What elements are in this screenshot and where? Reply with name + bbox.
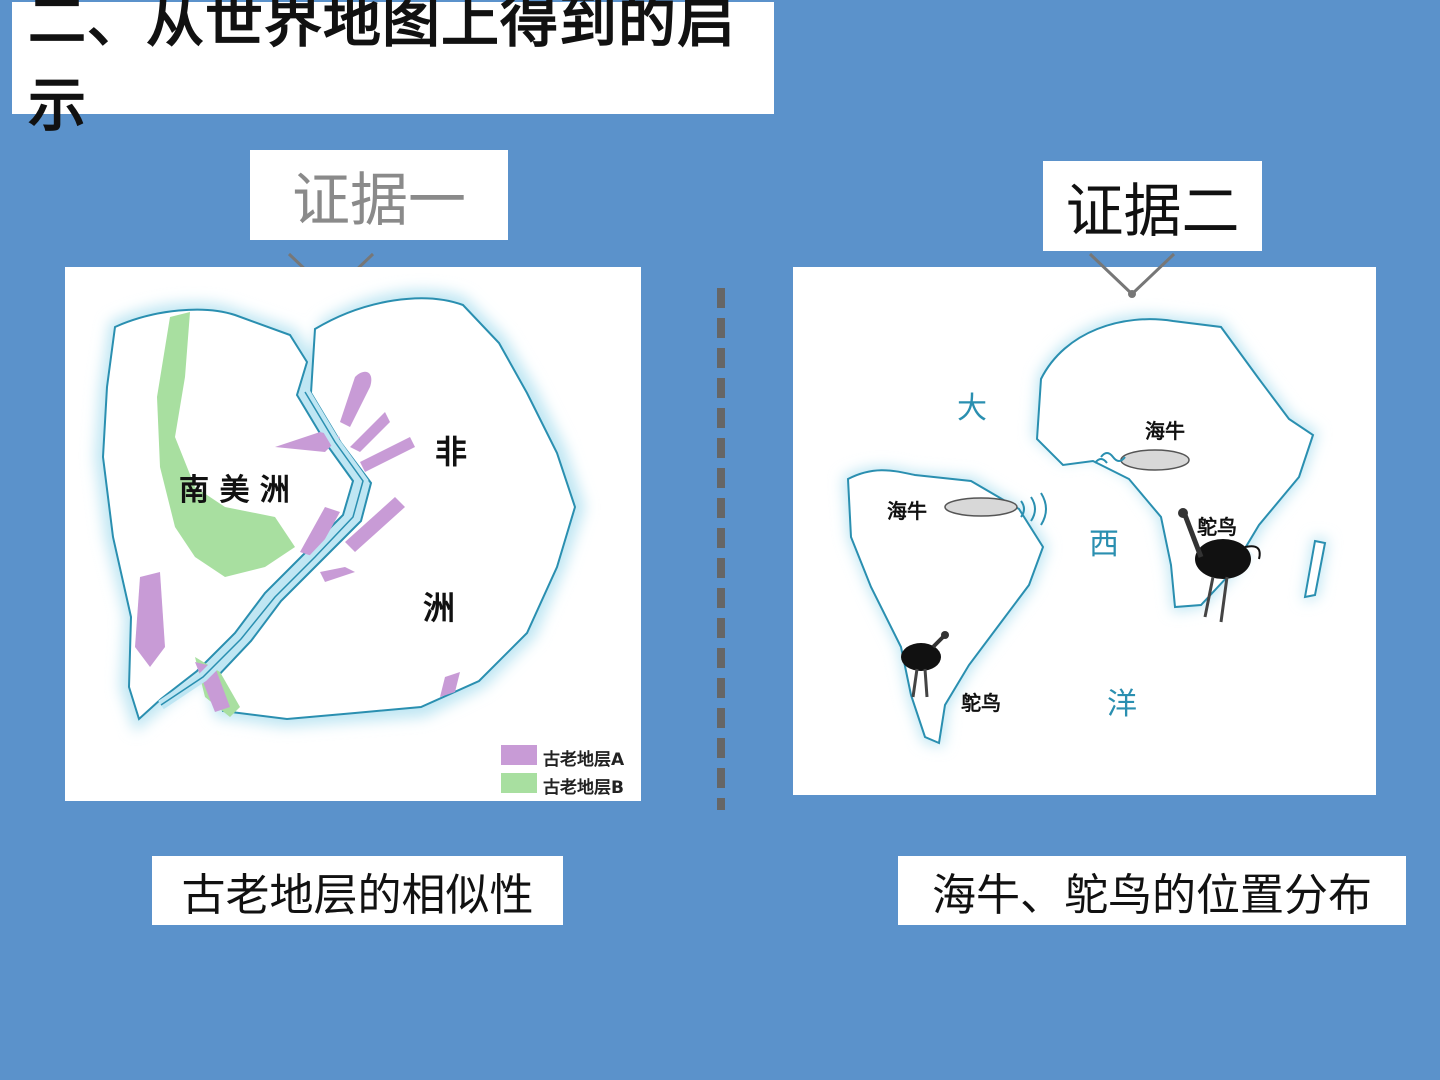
africa-label-top: 非 bbox=[435, 433, 468, 471]
legend-swatch-a bbox=[501, 745, 537, 765]
species-map: 大 西 洋 海牛 海牛 鸵鸟 鸵鸟 bbox=[793, 267, 1376, 795]
manatee-africa-icon bbox=[1094, 449, 1190, 471]
evidence-1-caption: 古老地层的相似性 bbox=[181, 869, 534, 921]
strata-map-graphic bbox=[95, 290, 585, 732]
madagascar-shape bbox=[1303, 539, 1327, 599]
page-title: 二、从世界地图上得到的启示 bbox=[28, 0, 737, 139]
manatee-sa-icon bbox=[944, 492, 1047, 526]
legend-swatch-b bbox=[501, 773, 537, 793]
strata-map: 南 美 洲 非 洲 古老地层A 古老地层B bbox=[65, 267, 641, 801]
ostrich-sa-label: 鸵鸟 bbox=[961, 691, 1001, 715]
title-box: 二、从世界地图上得到的启示 bbox=[12, 0, 774, 139]
species-map-graphic bbox=[843, 314, 1328, 747]
legend-label-a: 古老地层A bbox=[543, 750, 625, 770]
legend-label-b: 古老地层B bbox=[543, 778, 624, 798]
sa-shape bbox=[846, 469, 1045, 745]
ocean-label-da: 大 bbox=[957, 391, 987, 426]
evidence-2-label: 证据二 bbox=[1065, 177, 1240, 245]
manatee-africa-label: 海牛 bbox=[1145, 419, 1185, 443]
evidence-2-label-box: 证据二 bbox=[1043, 161, 1262, 251]
evidence-1-caption-box: 古老地层的相似性 bbox=[152, 856, 563, 925]
ocean-label-xi: 西 bbox=[1089, 527, 1119, 562]
south-america-label: 南 美 洲 bbox=[179, 473, 290, 508]
africa-label-bottom: 洲 bbox=[423, 589, 456, 627]
evidence-2-caption-box: 海牛、鸵鸟的位置分布 bbox=[898, 856, 1406, 925]
ostrich-sa-icon bbox=[901, 631, 949, 698]
evidence-2-pointer bbox=[1088, 252, 1176, 298]
evidence-2-caption: 海牛、鸵鸟的位置分布 bbox=[932, 869, 1372, 921]
ostrich-africa-icon bbox=[1178, 508, 1261, 623]
evidence-1-label: 证据一 bbox=[291, 166, 466, 234]
ostrich-africa-label: 鸵鸟 bbox=[1197, 515, 1237, 539]
section-divider bbox=[717, 288, 725, 810]
ocean-label-yang: 洋 bbox=[1107, 687, 1137, 722]
evidence-1-label-box: 证据一 bbox=[250, 150, 508, 240]
strata-a-regions bbox=[135, 371, 460, 712]
manatee-sa-label: 海牛 bbox=[887, 499, 927, 523]
